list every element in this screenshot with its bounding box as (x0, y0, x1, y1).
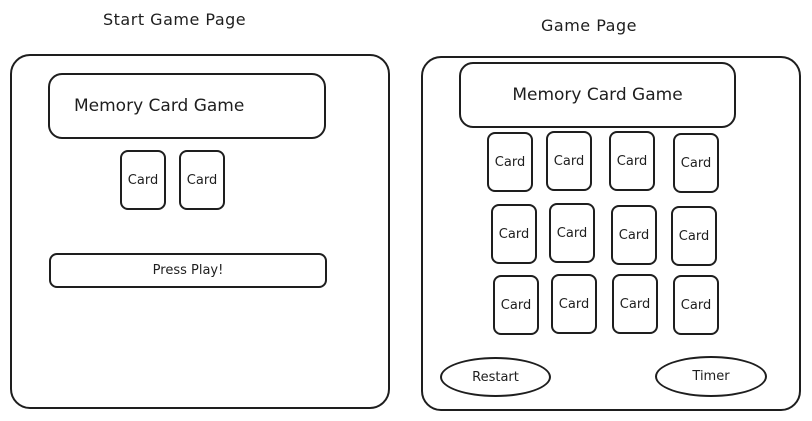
game-page-label: Game Page (541, 16, 637, 35)
game-page-title: Memory Card Game (459, 62, 736, 128)
press-play-button[interactable]: Press Play! (49, 253, 327, 288)
game-card[interactable]: Card (546, 131, 592, 191)
game-card[interactable]: Card (611, 205, 657, 265)
game-card[interactable]: Card (673, 275, 719, 335)
game-card[interactable]: Card (673, 133, 719, 193)
game-card[interactable]: Card (487, 132, 533, 192)
start-page-title: Memory Card Game (48, 73, 326, 139)
timer-display: Timer (655, 356, 767, 397)
start-card[interactable]: Card (120, 150, 166, 210)
game-card[interactable]: Card (551, 274, 597, 334)
restart-button[interactable]: Restart (440, 357, 551, 397)
game-card[interactable]: Card (671, 206, 717, 266)
game-card[interactable]: Card (491, 204, 537, 264)
game-card[interactable]: Card (549, 203, 595, 263)
game-card[interactable]: Card (493, 275, 539, 335)
game-card[interactable]: Card (612, 274, 658, 334)
start-card[interactable]: Card (179, 150, 225, 210)
start-page-label: Start Game Page (103, 10, 247, 29)
game-card[interactable]: Card (609, 131, 655, 191)
